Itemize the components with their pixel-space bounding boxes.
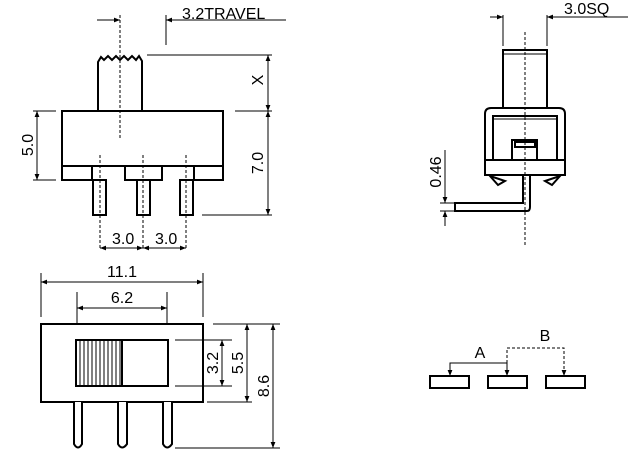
top-view: 11.1 6.2 3.2 5.5 8.6 xyxy=(40,264,280,449)
circuit-diagram: A B xyxy=(429,328,586,389)
bent-pin xyxy=(454,174,531,212)
terminal-pad xyxy=(487,375,528,389)
pin xyxy=(162,402,173,449)
foot xyxy=(486,173,508,187)
actuator-height-label: X xyxy=(250,74,267,85)
body-height-label: 5.0 xyxy=(20,134,37,156)
foot-left xyxy=(61,165,93,181)
pin xyxy=(117,402,128,449)
foot xyxy=(542,173,564,187)
slider-knob xyxy=(75,339,123,387)
pitch-left-label: 3.0 xyxy=(112,231,134,248)
position-b-label: B xyxy=(540,328,551,345)
pin-thickness-label: 0.46 xyxy=(428,156,445,187)
length-label: 11.1 xyxy=(107,264,137,281)
terminal-pad xyxy=(545,375,586,389)
end-view: 3.0SQ 0.46 xyxy=(428,1,628,245)
position-a-path xyxy=(449,362,508,376)
pin xyxy=(73,402,83,449)
knob-ribs xyxy=(79,341,121,385)
slot-width-label: 3.2 xyxy=(205,352,222,374)
total-height-label: 7.0 xyxy=(250,152,267,174)
actuator xyxy=(97,54,143,112)
overall-height-label: 8.6 xyxy=(256,375,273,397)
actuator-size-label: 3.0SQ xyxy=(564,1,609,18)
position-a-label: A xyxy=(475,345,486,362)
foot-right xyxy=(193,165,224,181)
slot-length-label: 6.2 xyxy=(111,290,133,307)
terminal-pad xyxy=(429,375,470,389)
travel-label: 3.2TRAVEL xyxy=(182,6,265,23)
side-view: 3.2TRAVEL 5.0 X 7.0 3.0 3.0 xyxy=(20,6,286,251)
pitch-right-label: 3.0 xyxy=(155,231,177,248)
position-b-path xyxy=(506,347,565,372)
body-width-label: 5.5 xyxy=(230,352,247,374)
